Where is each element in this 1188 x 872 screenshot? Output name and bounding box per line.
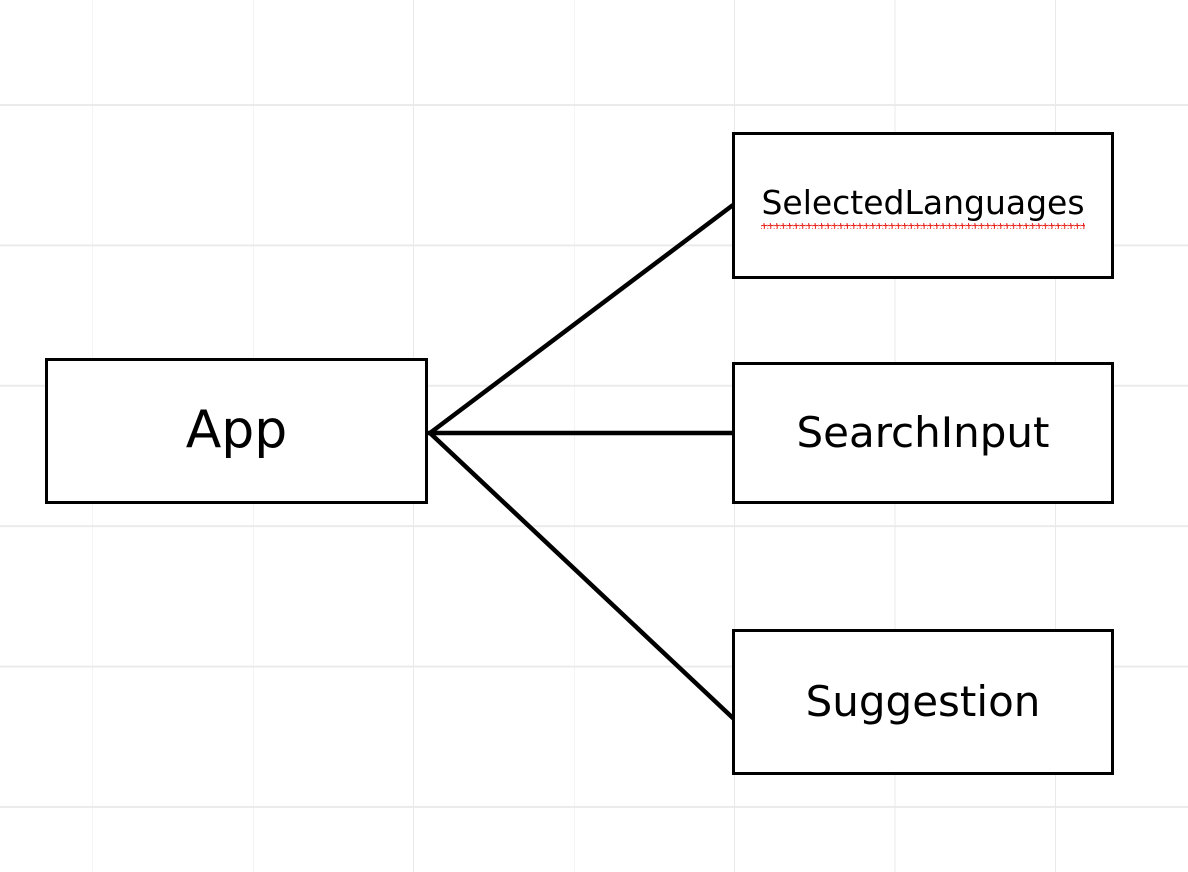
node-search-input-label: SearchInput xyxy=(796,407,1050,457)
edge-app-to-suggestion xyxy=(428,431,737,722)
node-selected-languages-label: SelectedLanguages xyxy=(761,185,1085,229)
node-app[interactable]: App xyxy=(45,358,428,504)
node-selected-languages[interactable]: SelectedLanguages xyxy=(732,132,1114,279)
node-search-input[interactable]: SearchInput xyxy=(732,362,1114,504)
node-suggestion-label: Suggestion xyxy=(805,676,1041,726)
node-app-label: App xyxy=(185,400,288,461)
node-suggestion[interactable]: Suggestion xyxy=(732,629,1114,775)
edge-app-to-selected-languages xyxy=(428,203,735,435)
